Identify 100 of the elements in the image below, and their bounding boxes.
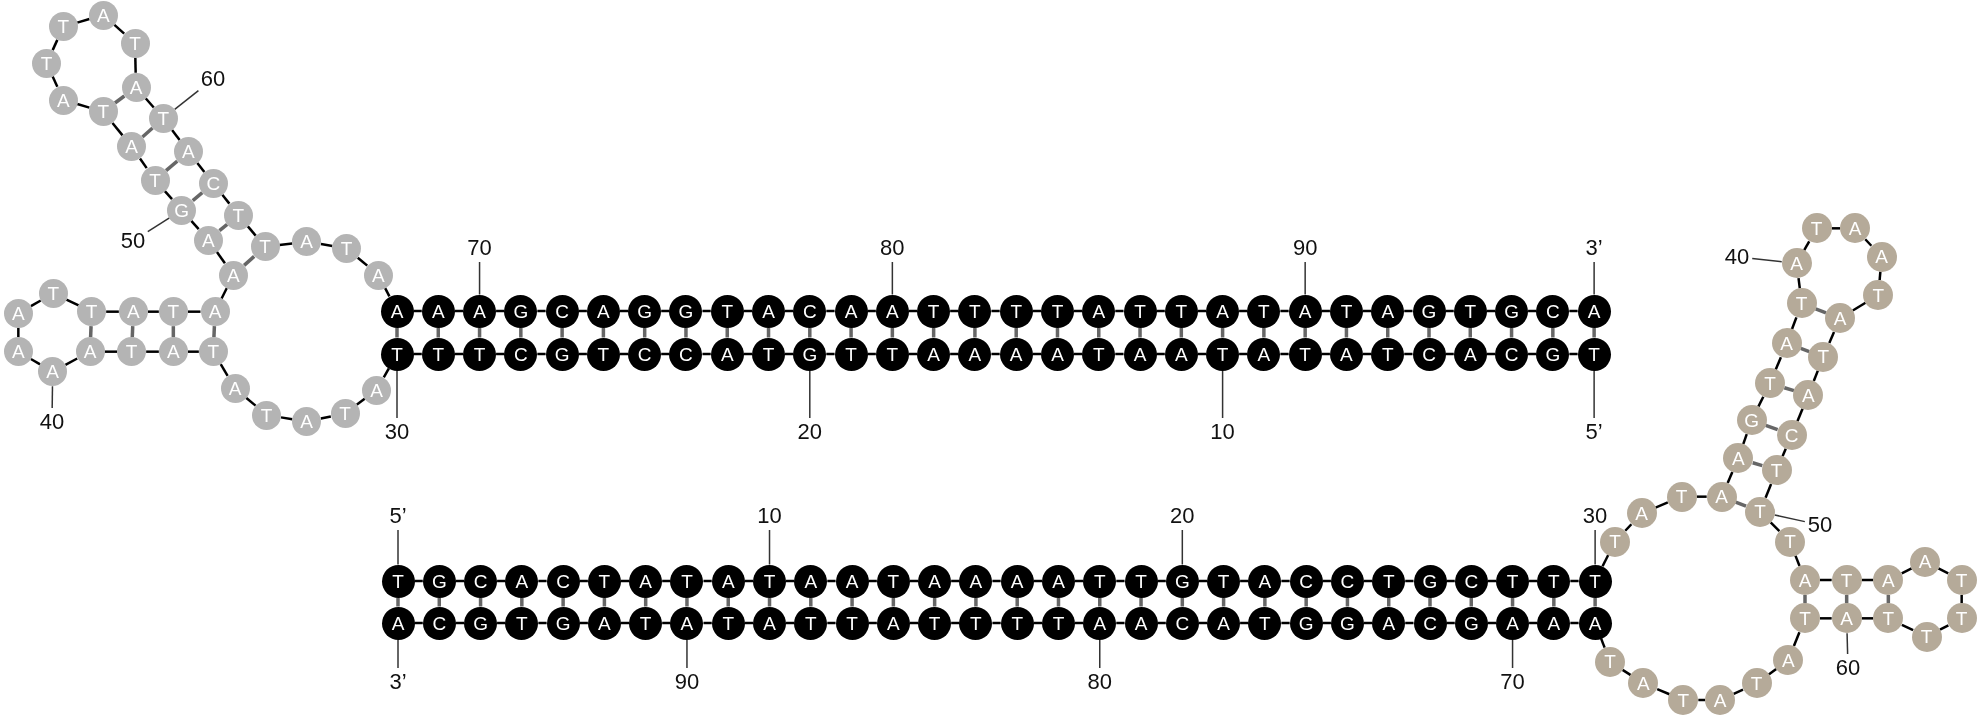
- nucleotide-circle: A: [1628, 668, 1659, 699]
- base-pair-line: [1551, 327, 1555, 338]
- nucleotide-circle: T: [711, 606, 745, 640]
- nucleotide-circle: T: [1000, 606, 1034, 640]
- nucleotide-circle: A: [1706, 481, 1737, 512]
- nucleotide-circle: T: [117, 337, 147, 367]
- nucleotide-circle: T: [794, 606, 828, 640]
- base-pair-line: [212, 326, 217, 338]
- nucleotide-circle: C: [669, 337, 703, 371]
- nucleotide-circle: C: [628, 337, 662, 371]
- nucleotide-circle: T: [148, 103, 178, 133]
- nucleotide-circle: T: [1761, 455, 1792, 485]
- nucleotide-circle: T: [753, 564, 786, 598]
- leader-line: [1773, 514, 1806, 523]
- backbone-line: [111, 122, 124, 137]
- nucleotide-circle: G: [1736, 405, 1767, 435]
- nucleotide-circle: A: [1781, 248, 1812, 279]
- nucleotide-circle: C: [1330, 564, 1364, 598]
- backbone-line: [106, 310, 119, 313]
- nucleotide-circle: C: [793, 294, 827, 328]
- nucleotide-circle: G: [546, 606, 580, 640]
- base-pair-line: [1097, 327, 1101, 338]
- nucleotide-circle: A: [1771, 328, 1802, 359]
- nucleotide-circle: A: [876, 606, 910, 640]
- nucleotide-circle: A: [710, 337, 744, 371]
- nucleotide-circle: A: [1123, 337, 1157, 371]
- nucleotide-circle: T: [587, 564, 621, 598]
- nucleotide-circle: A: [193, 225, 223, 255]
- backbone-line: [187, 350, 199, 353]
- base-pair-line: [1552, 597, 1556, 607]
- base-pair-line: [1303, 327, 1307, 338]
- base-pair-line: [974, 597, 978, 607]
- backbone-line: [187, 310, 201, 313]
- nucleotide-circle: G: [504, 294, 538, 328]
- nucleotide-circle: A: [3, 337, 33, 367]
- nucleotide-circle: G: [1165, 564, 1199, 598]
- nucleotide-circle: A: [380, 294, 414, 328]
- nucleotide-circle: A: [3, 298, 33, 328]
- nucleotide-circle: A: [362, 375, 392, 405]
- nucleotide-circle: A: [1496, 606, 1530, 640]
- base-pair-line: [1752, 461, 1763, 468]
- backbone-line: [1624, 523, 1633, 532]
- nucleotide-circle: A: [220, 373, 250, 403]
- leader-line: [51, 385, 54, 409]
- nucleotide-circle: A: [1083, 606, 1117, 640]
- position-label: 90: [674, 671, 700, 693]
- leader-line: [1593, 261, 1595, 296]
- backbone-line: [219, 363, 229, 377]
- position-label: 70: [467, 237, 492, 259]
- leader-line: [396, 369, 398, 419]
- nucleotide-circle: C: [1289, 564, 1323, 598]
- nucleotide-circle: A: [38, 357, 68, 387]
- nucleotide-circle: A: [1577, 294, 1611, 328]
- nucleotide-circle: A: [586, 294, 620, 328]
- nucleotide-circle: T: [1372, 564, 1406, 598]
- backbone-line: [1878, 271, 1882, 281]
- backbone-line: [17, 327, 20, 338]
- nucleotide-circle: G: [1412, 294, 1446, 328]
- nucleotide-circle: T: [1873, 603, 1904, 634]
- nucleotide-circle: T: [918, 606, 952, 640]
- nucleotide-circle: T: [1577, 337, 1611, 371]
- leader-line: [1304, 261, 1306, 296]
- nucleotide-circle: T: [1247, 294, 1281, 328]
- nucleotide-circle: T: [1911, 621, 1942, 652]
- base-pair-line: [395, 327, 399, 338]
- backbone-line: [280, 416, 293, 421]
- nucleotide-circle: A: [875, 294, 909, 328]
- backbone-line: [1696, 495, 1707, 498]
- nucleotide-circle: T: [1775, 526, 1805, 557]
- backbone-line: [146, 350, 159, 353]
- nucleotide-circle: G: [1289, 606, 1323, 640]
- nucleotide-circle: G: [422, 564, 456, 598]
- base-pair-line: [973, 327, 977, 338]
- position-label: 90: [1292, 237, 1318, 259]
- base-pair-line: [396, 597, 400, 607]
- nucleotide-circle: A: [587, 606, 621, 640]
- nucleotide-circle: C: [545, 294, 579, 328]
- backbone-line: [1774, 356, 1783, 370]
- nucleotide-circle: A: [1124, 606, 1158, 640]
- position-label: 80: [880, 237, 905, 259]
- nucleotide-circle: A: [1040, 337, 1074, 371]
- nucleotide-circle: A: [117, 132, 147, 162]
- base-pair-line: [520, 597, 524, 607]
- nucleotide-circle: T: [1537, 564, 1571, 598]
- nucleotide-circle: T: [917, 294, 951, 328]
- nucleotide-circle: A: [1248, 564, 1282, 598]
- backbone-line: [382, 367, 390, 378]
- nucleotide-circle: A: [505, 564, 539, 598]
- nucleotide-circle: T: [223, 200, 253, 230]
- nucleotide-circle: A: [1578, 606, 1612, 640]
- backbone-line: [76, 102, 90, 109]
- base-pair-line: [164, 159, 179, 172]
- nucleotide-circle: T: [835, 606, 869, 640]
- base-pair-line: [685, 597, 689, 607]
- nucleotide-circle: T: [1666, 481, 1697, 512]
- nucleotide-circle: A: [1329, 337, 1363, 371]
- nucleotide-circle: A: [1537, 606, 1571, 640]
- nucleotide-circle: C: [1454, 564, 1488, 598]
- nucleotide-circle: A: [1371, 294, 1405, 328]
- nucleotide-circle: A: [1082, 294, 1116, 328]
